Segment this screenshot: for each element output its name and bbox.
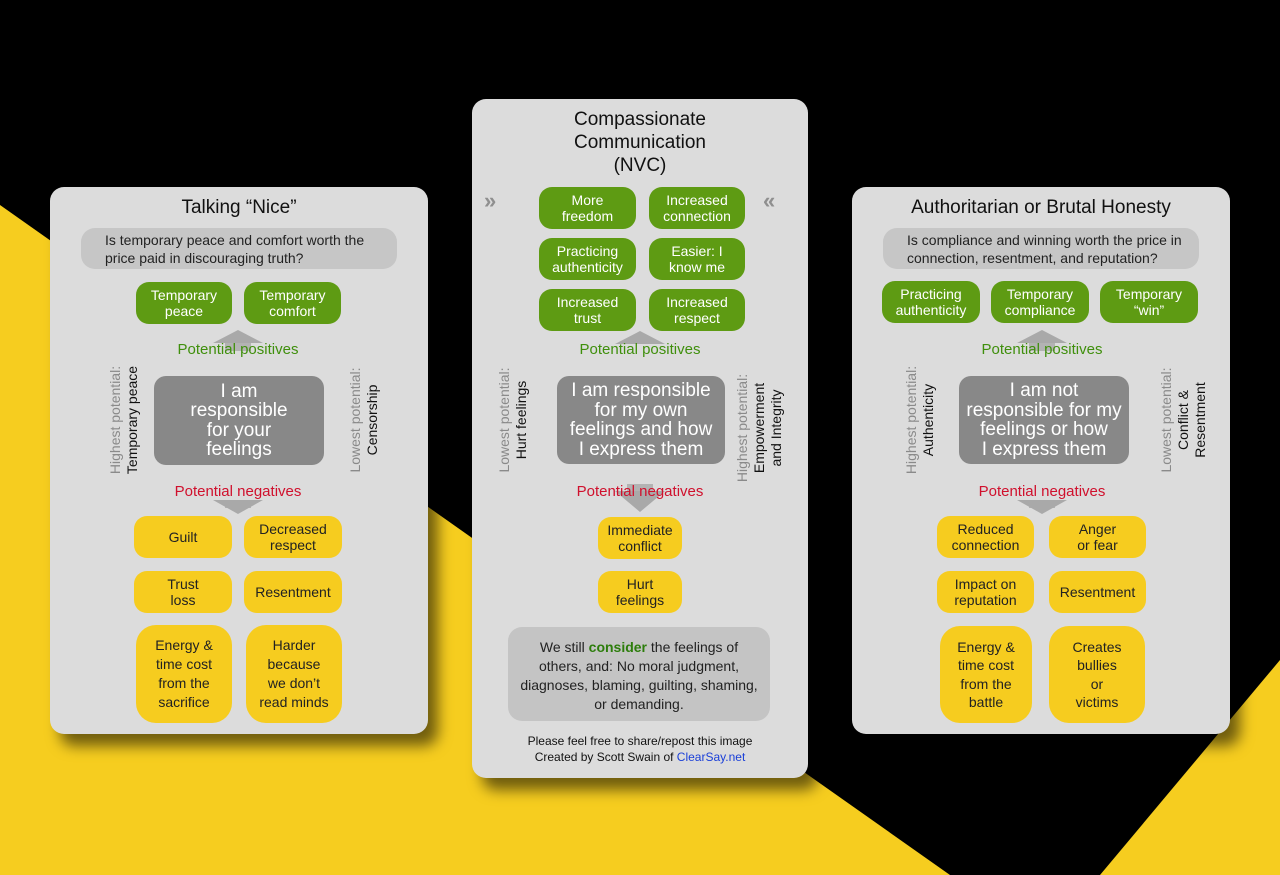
positive-pill: Increased trust <box>539 289 636 331</box>
positives-label: Potential positives <box>177 341 299 358</box>
positive-pill: Temporary comfort <box>244 282 341 324</box>
negative-pill: Creates bullies or victims <box>1049 626 1145 723</box>
side-label-right: Lowest potential: Censorship <box>347 335 387 505</box>
side-label-left: Highest potential: Temporary peace <box>107 335 147 505</box>
positive-pill: Practicing authenticity <box>882 281 980 323</box>
positive-pill: Temporary peace <box>136 282 232 324</box>
arrow-graphics <box>213 330 263 514</box>
center-statement: I am responsible for your feelings <box>154 376 324 465</box>
positive-pill: Practicing authenticity <box>539 238 636 280</box>
panel-question: Is temporary peace and comfort worth the… <box>81 228 397 269</box>
panel-brutal-honesty: Authoritarian or Brutal Honesty Is compl… <box>852 187 1230 734</box>
side-label-value: Hurt feelings <box>513 380 529 460</box>
panel-question: Is compliance and winning worth the pric… <box>883 228 1199 269</box>
up-arrow-icon <box>1017 330 1067 343</box>
footer-credit-text: Created by Scott Swain of <box>534 750 677 764</box>
credits-footer: Please feel free to share/repost this im… <box>472 733 808 765</box>
positive-pill: Easier: I know me <box>649 238 745 280</box>
side-label-value: Empowerment and Integrity <box>751 382 784 474</box>
chevron-left-icon: « <box>763 188 776 213</box>
negative-pill: Energy & time cost from the battle <box>940 626 1032 723</box>
side-label-left: Highest potential: Authenticity <box>903 335 943 505</box>
side-label-kind: Lowest potential: <box>1158 367 1174 473</box>
clearsay-link[interactable]: ClearSay.net <box>676 750 746 764</box>
side-label-right: Lowest potential: Conflict & Resentment <box>1158 335 1214 505</box>
down-arrow-icon <box>213 500 263 514</box>
up-arrow-icon-stem <box>1029 343 1055 351</box>
side-label-value: Censorship <box>364 384 380 456</box>
chevron-right-icon: » <box>484 188 497 213</box>
footer-credit-line: Created by Scott Swain of ClearSay.net <box>472 749 808 765</box>
negative-pill: Harder because we don’t read minds <box>246 625 342 723</box>
note-text-emphasis: consider <box>588 639 648 655</box>
side-label-kind: Highest potential: <box>903 365 919 475</box>
center-statement: I am responsible for my own feelings and… <box>557 376 725 464</box>
panel-talking-nice: Talking “Nice” Is temporary peace and co… <box>50 187 428 734</box>
arrow-graphics <box>1017 330 1067 514</box>
negative-pill: Energy & time cost from the sacrifice <box>136 625 232 723</box>
consider-note: We still consider the feelings of others… <box>508 627 770 721</box>
positive-pill: Temporary compliance <box>991 281 1089 323</box>
side-label-value: Conflict & Resentment <box>1175 382 1208 458</box>
note-text-pre: We still <box>539 639 589 655</box>
up-arrow-icon <box>213 330 263 343</box>
positives-label: Potential positives <box>579 341 701 358</box>
down-arrow-icon-stem <box>627 484 653 491</box>
side-label-kind: Lowest potential: <box>347 367 363 473</box>
positive-pill: Increased respect <box>649 289 745 331</box>
positive-pill: Increased connection <box>649 187 745 229</box>
negative-pill: Resentment <box>1049 571 1146 613</box>
negatives-label: Potential negatives <box>576 483 704 500</box>
panel-nvc: Compassionate Communication (NVC) More f… <box>472 99 808 778</box>
center-statement: I am not responsible for my feelings or … <box>959 376 1129 464</box>
negative-pill: Anger or fear <box>1049 516 1146 558</box>
side-label-value: Temporary peace <box>124 365 140 475</box>
panel-title: Authoritarian or Brutal Honesty <box>911 197 1171 218</box>
negative-pill: Trust loss <box>134 571 232 613</box>
side-label-right: Highest potential: Empowerment and Integ… <box>734 343 790 513</box>
negative-pill: Immediate conflict <box>598 517 682 559</box>
side-label-kind: Highest potential: <box>107 365 123 475</box>
footer-share-line: Please feel free to share/repost this im… <box>527 734 753 748</box>
positive-pill: Temporary “win” <box>1100 281 1198 323</box>
negative-pill: Reduced connection <box>937 516 1034 558</box>
up-arrow-icon <box>615 331 665 344</box>
down-arrow-icon <box>615 491 665 512</box>
negative-pill: Decreased respect <box>244 516 342 558</box>
side-label-left: Lowest potential: Hurt feelings <box>496 335 536 505</box>
positives-label: Potential positives <box>981 341 1103 358</box>
side-label-kind: Highest potential: <box>734 373 750 483</box>
negative-pill: Guilt <box>134 516 232 558</box>
down-arrow-icon <box>1017 500 1067 514</box>
note-text-post: the feelings of others, and: No moral ju… <box>520 639 758 712</box>
negative-pill: Impact on reputation <box>937 571 1034 613</box>
negative-pill: Hurt feelings <box>598 571 682 613</box>
negative-pill: Resentment <box>244 571 342 613</box>
arrow-graphics <box>615 331 665 512</box>
up-arrow-icon-stem <box>225 343 251 351</box>
side-label-value: Authenticity <box>920 383 936 457</box>
positive-pill: More freedom <box>539 187 636 229</box>
panel-title: Compassionate Communication (NVC) <box>573 109 707 176</box>
side-label-kind: Lowest potential: <box>496 367 512 473</box>
negatives-label: Potential negatives <box>978 483 1106 500</box>
negatives-label: Potential negatives <box>174 483 302 500</box>
panel-title: Talking “Nice” <box>181 197 297 218</box>
